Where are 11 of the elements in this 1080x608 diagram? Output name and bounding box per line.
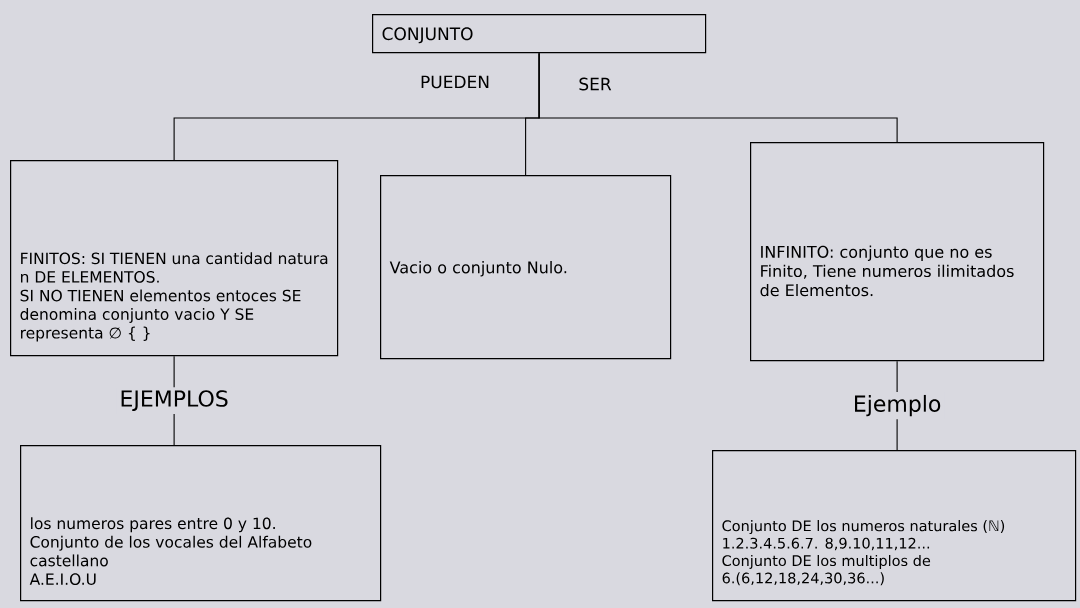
text-box: INFINITO: conjunto que no es Finito, Tiene numeros ilimitados de Elementos. xyxy=(750,142,1045,362)
text-box: FINITOS: SI TIENEN una cantidad natura n DE ELEMENTOS. SI NO TIENEN elementos entoces SE denomina conjunto vacio Y SE representa ∅ { } xyxy=(10,160,339,357)
text-box: los numeros pares entre 0 y 10. Conjunto de los vocales del Alfabeto castellano A.E.I.O.U xyxy=(20,445,382,602)
text-box: Vacio o conjunto Nulo. xyxy=(380,175,672,360)
edge-label: EJEMPLOS xyxy=(121,390,228,411)
branch-label: SER xyxy=(579,77,612,91)
edge-label: Ejemplo xyxy=(855,394,941,417)
branch-label: PUEDEN xyxy=(421,75,489,89)
text-box: Conjunto DE los numeros naturales (ℕ) 1.2.3.4.5.6.7. 8,9.10,11,12... Conjunto DE los multiplos de 6.(6,12,18,24,30,36...) xyxy=(712,450,1077,602)
text-box: CONJUNTO xyxy=(372,14,707,54)
connector-line xyxy=(538,52,898,143)
